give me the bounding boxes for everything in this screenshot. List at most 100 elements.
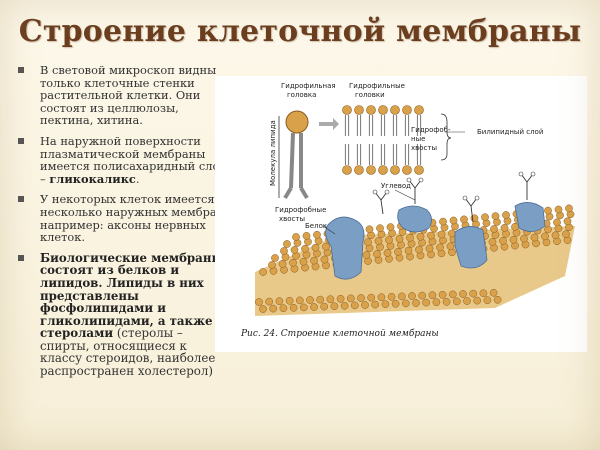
membrane-head-icon — [313, 230, 321, 239]
arrow-icon — [319, 118, 339, 130]
hydrophobic-tails-top-label-2: ные — [411, 135, 425, 143]
membrane-head-icon — [361, 301, 369, 309]
lipid-head-icon — [354, 165, 364, 175]
protein-icon — [397, 205, 432, 233]
membrane-head-icon — [530, 233, 539, 242]
membrane-head-icon — [301, 244, 309, 253]
carbohydrate-chains — [374, 173, 534, 223]
membrane-head-icon — [520, 234, 528, 243]
membrane-head-icon — [439, 217, 447, 226]
membrane-head-icon — [383, 249, 392, 257]
bilayer-block — [342, 105, 424, 175]
membrane-head-icon — [436, 243, 444, 252]
protein-label: Белок — [305, 222, 327, 230]
membrane-head-icon — [406, 233, 414, 242]
membrane-head-icon — [310, 303, 318, 311]
membrane-head-icon — [346, 294, 355, 303]
membrane-head-icon — [275, 297, 284, 306]
membrane-diagram: Молекула липида Гидрофильная головка Гид… — [240, 82, 575, 339]
membrane-head-icon — [488, 238, 497, 246]
membrane-head-icon — [459, 290, 467, 298]
membrane-head-icon — [374, 237, 383, 245]
membrane-head-icon — [449, 216, 458, 225]
membrane-head-icon — [289, 303, 298, 312]
lipid-head-icon — [342, 165, 352, 175]
membrane-head-icon — [563, 217, 572, 226]
membrane-head-icon — [493, 295, 502, 304]
membrane-head-icon — [473, 296, 482, 305]
membrane-head-icon — [320, 255, 329, 264]
membrane-head-icon — [364, 238, 372, 247]
membrane-head-icon — [554, 205, 563, 214]
membrane-head-icon — [391, 299, 400, 308]
bullet-list: В световой микроскоп видны только клеточ… — [18, 64, 228, 386]
membrane-head-icon — [397, 292, 406, 301]
membrane-head-icon — [541, 232, 549, 241]
lipid-head-icon — [402, 165, 412, 175]
membrane-head-icon — [452, 297, 461, 306]
membrane-head-icon — [292, 233, 300, 241]
membrane-head-icon — [425, 244, 434, 253]
membrane-head-icon — [401, 299, 410, 308]
membrane-head-icon — [280, 247, 288, 255]
hydrophobic-tails-top-label: Гидрофоб- — [411, 126, 451, 134]
membrane-head-icon — [479, 289, 488, 298]
membrane-head-icon — [279, 304, 288, 313]
membrane-head-icon — [268, 261, 276, 269]
membrane-head-icon — [306, 296, 314, 304]
membrane-head-icon — [427, 231, 435, 240]
membrane-head-icon — [289, 258, 297, 267]
membrane-head-icon — [565, 204, 573, 213]
bullet-item: На наружной поверхности плазматической м… — [18, 135, 228, 185]
membrane-head-icon — [499, 236, 507, 245]
hydrophobic-tails-label-2: хвосты — [279, 215, 305, 223]
membrane-head-icon — [387, 292, 396, 301]
lipid-head-icon — [414, 165, 424, 175]
membrane-head-icon — [442, 297, 451, 306]
membrane-head-icon — [330, 302, 339, 311]
bullet-text: В световой микроскоп видны только клеточ… — [40, 63, 217, 128]
membrane-head-icon — [269, 304, 278, 313]
membrane-head-icon — [362, 251, 371, 259]
membrane-head-icon — [544, 206, 552, 215]
membrane-head-icon — [469, 289, 478, 298]
lipid-head-icon — [366, 105, 376, 115]
membrane-head-icon — [490, 225, 498, 233]
membrane-head-icon — [310, 256, 318, 265]
membrane-head-icon — [463, 297, 471, 305]
membrane-head-icon — [271, 254, 279, 262]
membrane-head-icon — [322, 242, 330, 251]
membrane-head-icon — [381, 300, 390, 309]
membrane-head-icon — [265, 297, 274, 306]
membrane-head-icon — [432, 298, 441, 307]
membrane-head-icon — [551, 231, 560, 240]
lipid-head-icon — [354, 105, 364, 115]
hydrophobic-tails-top-label-3: хвосты — [411, 144, 437, 152]
membrane-head-icon — [404, 246, 413, 255]
lipid-head-icon — [378, 165, 388, 175]
membrane-head-icon — [299, 257, 308, 266]
lipid-molecule-label: Молекула липида — [269, 120, 277, 186]
carbohydrate-label: Углевод — [381, 182, 411, 190]
protein-icon — [325, 216, 365, 280]
membrane-head-icon — [428, 291, 437, 300]
protein-icon — [454, 226, 488, 269]
membrane-head-icon — [511, 222, 519, 231]
lipid-molecule-diagram: Молекула липида — [269, 110, 309, 200]
bullet-text-end: . — [135, 171, 140, 186]
membrane-head-icon — [357, 294, 365, 302]
membrane-head-icon — [509, 235, 518, 244]
membrane-head-icon — [408, 292, 416, 300]
membrane-head-icon — [489, 288, 498, 297]
membrane-head-icon — [483, 296, 492, 305]
bullet-text: У некоторых клеток имеется несколько нар… — [40, 192, 228, 245]
membrane-head-icon — [395, 235, 404, 243]
membrane-head-icon — [285, 296, 294, 305]
lipid-head-icon — [414, 105, 424, 115]
membrane-head-icon — [350, 301, 359, 310]
membrane-3d — [255, 171, 575, 316]
membrane-head-icon — [460, 215, 468, 224]
bilipid-label: Билипидный слой — [477, 128, 543, 136]
bullet-bold-text: Биологические мембраны состоят из белков… — [40, 250, 224, 341]
membrane-head-icon — [371, 300, 380, 309]
